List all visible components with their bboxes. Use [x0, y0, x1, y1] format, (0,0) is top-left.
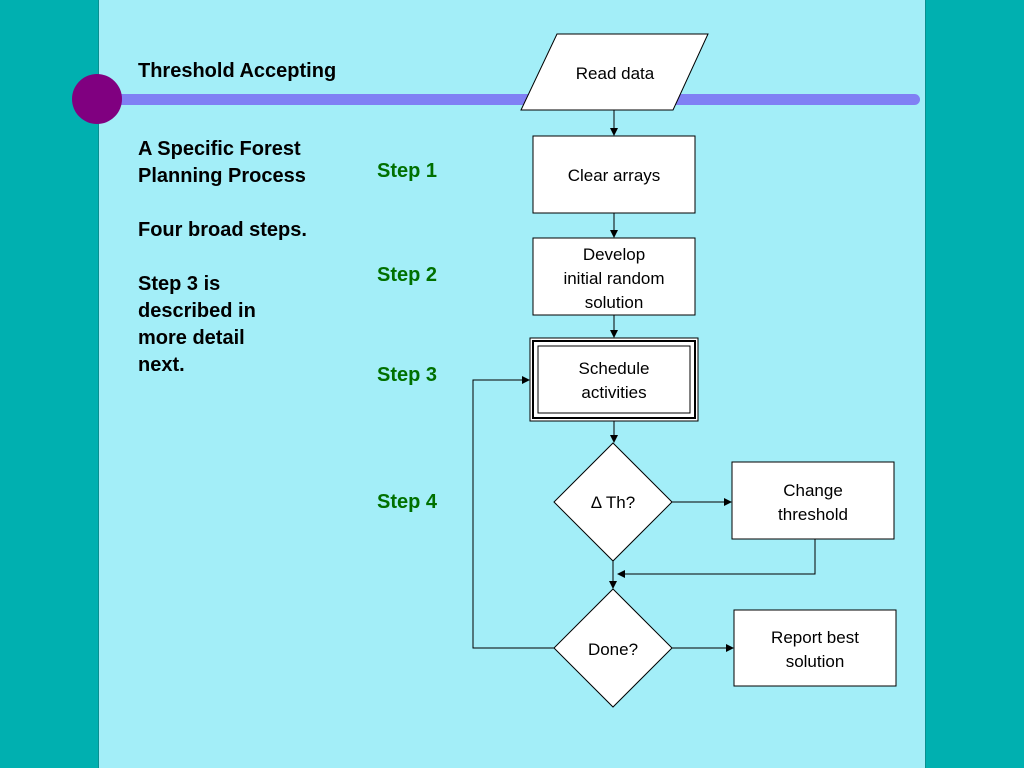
develop-label-line-2: initial random — [563, 269, 664, 288]
slide-title: Threshold Accepting — [138, 60, 337, 82]
detail-line-2: described in — [138, 300, 256, 322]
detail-note: Step 3 is described in more detail next. — [138, 271, 348, 379]
step-3-label: Step 3 — [377, 364, 438, 386]
step-2-label: Step 2 — [377, 264, 438, 286]
connectors — [472, 110, 816, 652]
clear-arrays-node: Clear arrays — [532, 135, 696, 214]
detail-line-4: next. — [138, 354, 185, 376]
delta-th-label: Δ Th? — [591, 493, 635, 512]
done-label: Done? — [588, 640, 638, 659]
schedule-label-line-1: Schedule — [579, 359, 650, 378]
read-data-label: Read data — [576, 64, 655, 83]
step-4-label: Step 4 — [377, 491, 438, 513]
right-side-band — [925, 0, 1024, 768]
subtitle: A Specific Forest Planning Process — [138, 136, 348, 190]
develop-label-line-3: solution — [585, 293, 644, 312]
subtitle-line-2: Planning Process — [138, 165, 306, 187]
step-1-label: Step 1 — [377, 160, 438, 182]
report-label-line-1: Report best — [771, 628, 859, 647]
report-solution-node: Report best solution — [733, 609, 897, 687]
left-side-band — [0, 0, 99, 768]
slide-body: A Specific Forest Planning Process Four … — [138, 136, 348, 406]
title-underline-bar — [100, 94, 920, 105]
done-decision: Done? — [553, 588, 673, 708]
read-data-node: Read data — [520, 33, 709, 111]
change-threshold-line-2: threshold — [778, 505, 848, 524]
arrow-loop-back-to-schedule — [472, 376, 554, 649]
develop-label-line-1: Develop — [583, 245, 645, 264]
broad-steps-text: Four broad steps. — [138, 219, 307, 241]
schedule-label-line-2: activities — [581, 383, 646, 402]
delta-th-decision: Δ Th? — [553, 442, 673, 562]
subtitle-line-1: A Specific Forest — [138, 138, 301, 160]
report-label-line-2: solution — [786, 652, 845, 671]
detail-line-3: more detail — [138, 327, 245, 349]
bullet-circle-decoration — [72, 74, 122, 124]
arrow-change-back — [617, 539, 816, 578]
change-threshold-node: Change threshold — [731, 461, 895, 540]
develop-solution-node: Develop initial random solution — [532, 237, 696, 316]
schedule-activities-node: Schedule activities — [529, 337, 699, 422]
change-threshold-line-1: Change — [783, 481, 843, 500]
detail-line-1: Step 3 is — [138, 273, 221, 295]
clear-arrays-label: Clear arrays — [568, 166, 661, 185]
